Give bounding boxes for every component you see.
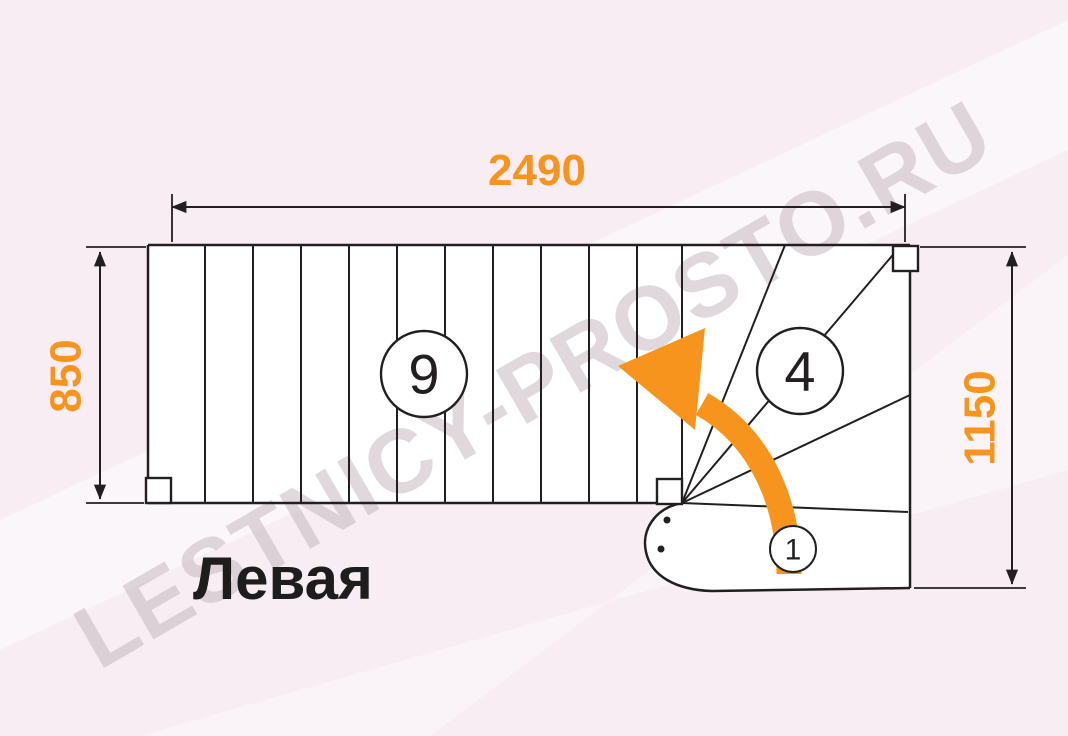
badge-winders: 4 <box>755 326 845 416</box>
newel-post-turn <box>655 477 684 506</box>
step-count-badges: 9 4 1 <box>379 326 845 573</box>
badge-first-step: 1 <box>769 525 817 573</box>
badge-circle <box>755 326 845 416</box>
winder-line <box>681 244 786 504</box>
winder-line <box>681 394 911 504</box>
badge-circle <box>379 329 469 419</box>
newel-post-left <box>144 476 173 505</box>
badge-circle <box>769 525 817 573</box>
baluster-dot <box>657 545 665 553</box>
badge-number-straight: 9 <box>408 343 439 406</box>
dimension-right: 1150 <box>914 246 1026 589</box>
badge-straight-flight: 9 <box>379 329 469 419</box>
winder-line <box>681 502 909 513</box>
badge-number-winders: 4 <box>784 340 815 403</box>
dimension-right-label: 1150 <box>956 370 1005 465</box>
dimension-top-label: 2490 <box>488 146 586 195</box>
dimension-left: 850 <box>42 246 146 504</box>
variant-title: Левая <box>193 545 373 612</box>
dimension-left-label: 850 <box>42 339 91 412</box>
staircase-outline <box>144 243 920 593</box>
first-step-curve <box>643 501 911 593</box>
dimension-top: 2490 <box>171 146 906 242</box>
newel-post-top-right <box>891 244 920 273</box>
badge-number-first-step: 1 <box>785 534 802 567</box>
direction-arrow-head <box>618 328 705 430</box>
baluster-dot <box>663 516 671 524</box>
